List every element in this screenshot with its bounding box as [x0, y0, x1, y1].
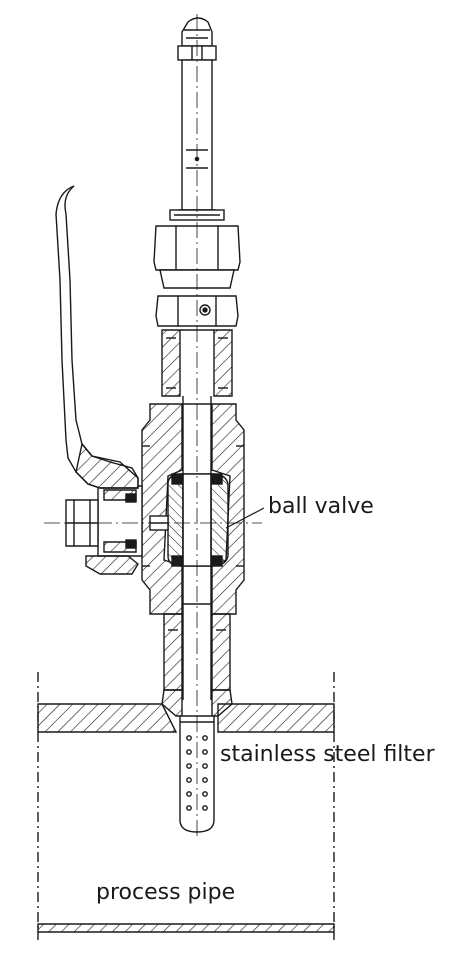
process-pipe-label: process pipe: [96, 880, 236, 905]
ball: [167, 473, 229, 567]
lever-handle: [55, 185, 139, 575]
threaded-adaptor: [161, 329, 233, 397]
process-pipe: [37, 672, 335, 940]
sensor-tube: [178, 59, 216, 211]
centre-lines: [44, 14, 262, 840]
ball-valve-label: ball valve: [268, 494, 374, 519]
lower-adaptor: [161, 613, 233, 717]
cable-gland: [177, 17, 217, 61]
filter-label: stainless steel filter: [220, 742, 435, 767]
ball-valve-leader: [225, 507, 265, 529]
